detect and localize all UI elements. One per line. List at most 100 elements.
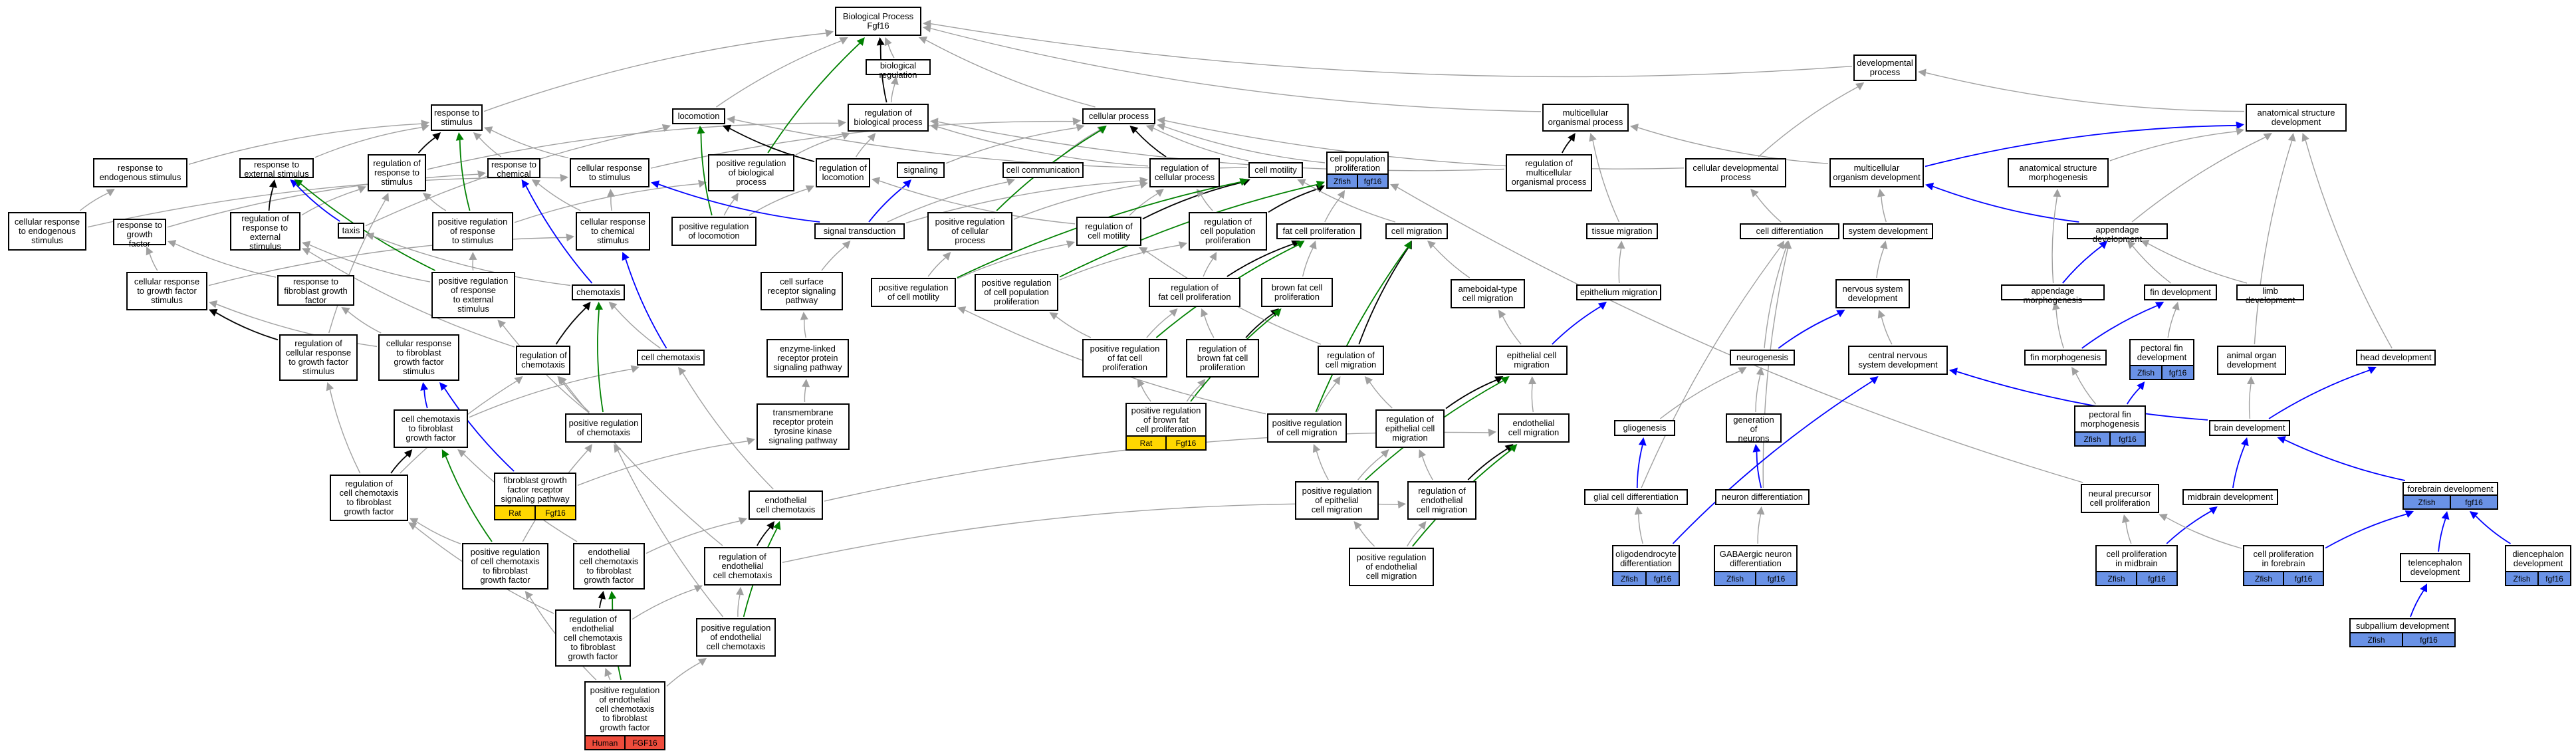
go-term-node[interactable]: gliogenesis: [1614, 420, 1675, 436]
go-term-node[interactable]: response to chemical: [487, 158, 540, 179]
go-term-node[interactable]: response to fibroblast growth factor: [277, 275, 354, 306]
go-term-node[interactable]: endothelial cell migration: [1498, 413, 1570, 443]
go-term-node[interactable]: cell motility: [1248, 162, 1303, 178]
go-term-node[interactable]: positive regulation of biological proces…: [708, 154, 794, 191]
go-term-node[interactable]: positive regulation of cell chemotaxis t…: [462, 543, 548, 590]
go-term-node[interactable]: neurogenesis: [1730, 350, 1795, 366]
species-tag[interactable]: Human: [586, 736, 624, 749]
go-term-node[interactable]: locomotion: [672, 108, 725, 124]
go-term-node[interactable]: nervous system development: [1835, 279, 1910, 308]
go-term-node[interactable]: brown fat cell proliferation: [1261, 278, 1333, 307]
go-term-node[interactable]: positive regulation of cellular process: [927, 212, 1012, 251]
go-term-node[interactable]: regulation of brown fat cell proliferati…: [1186, 339, 1259, 378]
go-term-node[interactable]: positive regulation of response to exter…: [431, 272, 515, 318]
go-term-node[interactable]: positive regulation of chemotaxis: [565, 413, 642, 443]
go-term-node[interactable]: cellular response to endogenous stimulus: [8, 212, 86, 251]
go-term-node[interactable]: regulation of endothelial cell chemotaxi…: [555, 609, 631, 667]
go-term-node[interactable]: positive regulation of cell migration: [1267, 413, 1347, 443]
go-term-node[interactable]: cellular response to stimulus: [570, 158, 649, 187]
go-term-node[interactable]: telencephalon development: [2400, 553, 2470, 582]
go-term-node[interactable]: regulation of cell chemotaxis to fibrobl…: [330, 475, 408, 521]
go-term-node[interactable]: regulation of cellular process: [1149, 158, 1220, 187]
go-term-node[interactable]: fibroblast growth factor receptor signal…: [494, 473, 576, 520]
go-term-node[interactable]: enzyme-linked receptor protein signaling…: [766, 339, 849, 378]
go-term-node[interactable]: midbrain development: [2182, 489, 2278, 505]
go-term-node[interactable]: glial cell differentiation: [1584, 489, 1688, 505]
go-term-node[interactable]: regulation of fat cell proliferation: [1149, 278, 1240, 307]
go-term-node[interactable]: cell surface receptor signaling pathway: [761, 272, 843, 310]
gene-tag[interactable]: fgf16: [2109, 433, 2145, 445]
go-term-node[interactable]: multicellular organismal process: [1542, 104, 1629, 132]
go-term-node[interactable]: positive regulation of endothelial cell …: [696, 618, 776, 657]
go-term-node[interactable]: regulation of multicellular organismal p…: [1506, 154, 1592, 191]
species-tag[interactable]: Zfish: [2404, 496, 2450, 508]
go-term-node[interactable]: positive regulation of epithelial cell m…: [1295, 481, 1379, 520]
gene-tag[interactable]: fgf16: [2402, 633, 2454, 646]
go-term-node[interactable]: regulation of chemotaxis: [516, 346, 570, 375]
go-term-node[interactable]: cellular process: [1082, 108, 1155, 124]
go-term-node[interactable]: neural precursor cell proliferation: [2081, 484, 2159, 513]
gene-tag[interactable]: fgf16: [2450, 496, 2497, 508]
go-term-node[interactable]: cell differentiation: [1740, 223, 1839, 239]
go-term-node[interactable]: positive regulation of fat cell prolifer…: [1082, 339, 1167, 378]
go-term-node[interactable]: response to growth factor: [113, 219, 166, 249]
gene-tag[interactable]: fgf16: [2161, 366, 2193, 379]
gene-tag[interactable]: fgf16: [1755, 572, 1796, 585]
go-term-node[interactable]: neuron differentiation: [1715, 489, 1810, 505]
go-term-node[interactable]: regulation of response to external stimu…: [230, 212, 300, 251]
go-term-node[interactable]: limb development: [2236, 284, 2304, 305]
go-term-node[interactable]: response to endogenous stimulus: [93, 158, 187, 187]
go-term-node[interactable]: ameboidal-type cell migration: [1451, 279, 1525, 308]
go-term-node[interactable]: response to stimulus: [431, 104, 483, 131]
go-term-node[interactable]: head development: [2356, 350, 2436, 366]
go-term-node[interactable]: system development: [1843, 223, 1933, 239]
go-term-node[interactable]: Biological Process Fgf16: [835, 7, 921, 36]
gene-tag[interactable]: fgf16: [2537, 572, 2570, 585]
go-term-node[interactable]: positive regulation of response to stimu…: [432, 212, 513, 251]
gene-tag[interactable]: fgf16: [2136, 572, 2176, 585]
gene-tag[interactable]: fgf16: [1357, 175, 1387, 187]
go-term-node[interactable]: cellular developmental process: [1685, 158, 1786, 187]
species-tag[interactable]: Rat: [1127, 437, 1165, 449]
go-term-node[interactable]: biological regulation: [866, 59, 931, 80]
go-term-node[interactable]: appendage morphogenesis: [2001, 284, 2105, 305]
go-term-node[interactable]: chemotaxis: [572, 284, 625, 300]
go-term-node[interactable]: epithelium migration: [1576, 284, 1661, 300]
go-term-node[interactable]: generation of neurons: [1726, 413, 1782, 443]
species-tag[interactable]: Zfish: [2244, 572, 2283, 585]
go-term-node[interactable]: anatomical structure development: [2246, 104, 2347, 132]
species-tag[interactable]: Zfish: [2097, 572, 2136, 585]
go-term-node[interactable]: endothelial cell chemotaxis to fibroblas…: [573, 543, 645, 590]
go-term-node[interactable]: regulation of cell motility: [1076, 217, 1141, 246]
go-term-node[interactable]: cell communication: [1002, 162, 1084, 178]
go-term-node[interactable]: taxis: [338, 223, 364, 239]
go-term-node[interactable]: anatomical structure morphogenesis: [2008, 158, 2109, 187]
go-term-node[interactable]: tissue migration: [1586, 223, 1658, 239]
go-term-node[interactable]: cell chemotaxis: [637, 350, 705, 366]
go-term-node[interactable]: cell chemotaxis to fibroblast growth fac…: [394, 409, 468, 448]
go-term-node[interactable]: epithelial cell migration: [1496, 346, 1568, 375]
go-term-node[interactable]: fin morphogenesis: [2024, 350, 2107, 366]
go-term-node[interactable]: animal organ development: [2217, 346, 2286, 375]
go-term-node[interactable]: positive regulation of locomotion: [671, 217, 757, 246]
gene-tag[interactable]: fgf16: [1645, 572, 1679, 585]
go-term-node[interactable]: central nervous system development: [1848, 346, 1948, 375]
gene-tag[interactable]: Fgf16: [1165, 437, 1205, 449]
go-term-node[interactable]: brain development: [2209, 420, 2290, 436]
gene-tag[interactable]: Fgf16: [534, 506, 575, 519]
species-tag[interactable]: Zfish: [2075, 433, 2109, 445]
species-tag[interactable]: Zfish: [1328, 175, 1357, 187]
gene-tag[interactable]: FGF16: [624, 736, 664, 749]
gene-tag[interactable]: fgf16: [2283, 572, 2323, 585]
species-tag[interactable]: Rat: [495, 506, 534, 519]
go-term-node[interactable]: positive regulation of cell motility: [871, 278, 956, 307]
species-tag[interactable]: Zfish: [2506, 572, 2537, 585]
go-term-node[interactable]: regulation of response to stimulus: [368, 154, 426, 191]
